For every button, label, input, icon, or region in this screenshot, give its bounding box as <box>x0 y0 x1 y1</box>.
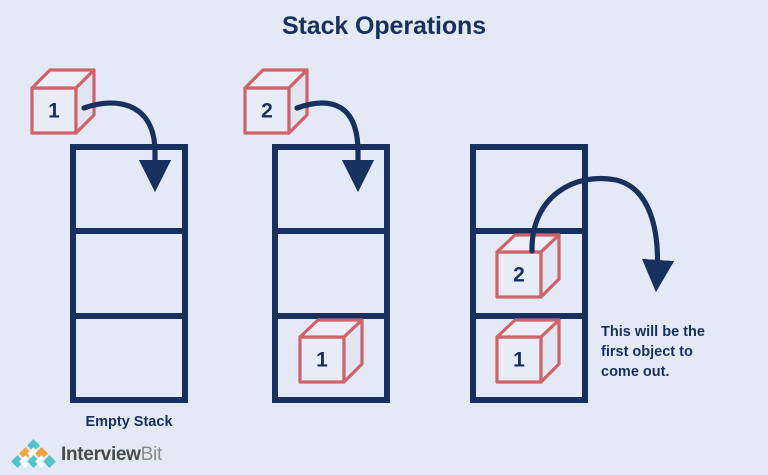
logo-wordmark: InterviewBit <box>61 445 162 464</box>
arrow-pop <box>529 175 675 293</box>
stack-container-2 <box>272 144 390 403</box>
stack-label-empty: Empty Stack <box>85 414 173 430</box>
page-title: Stack Operations <box>281 12 487 40</box>
cube-label: 2 <box>513 264 525 287</box>
cube-stored-2-panel3: 2 <box>495 233 561 299</box>
pop-note: This will be the first object to come ou… <box>601 322 761 382</box>
stack-container-3 <box>470 144 588 403</box>
cube-stored-1-panel3: 1 <box>495 318 561 384</box>
cube-label: 1 <box>513 349 525 372</box>
arrow-push-1 <box>81 100 172 193</box>
cube-push-2: 2 <box>243 68 309 135</box>
pop-note-line-3: come out. <box>601 364 670 380</box>
logo-pyramid-icon <box>10 439 56 468</box>
logo-text-primary: Interview <box>61 443 141 465</box>
pop-note-line-1: This will be the <box>601 324 705 340</box>
cube-label: 2 <box>261 100 273 123</box>
logo-text-secondary: Bit <box>140 443 163 465</box>
stack-container-1 <box>70 144 188 403</box>
pop-note-line-2: first object to <box>601 344 693 360</box>
cube-stored-1-panel2: 1 <box>298 318 364 384</box>
cube-label: 1 <box>48 100 60 123</box>
arrow-push-2 <box>294 100 375 193</box>
cube-push-1: 1 <box>30 68 96 135</box>
cube-label: 1 <box>316 349 328 372</box>
interviewbit-logo: InterviewBit <box>10 439 162 468</box>
